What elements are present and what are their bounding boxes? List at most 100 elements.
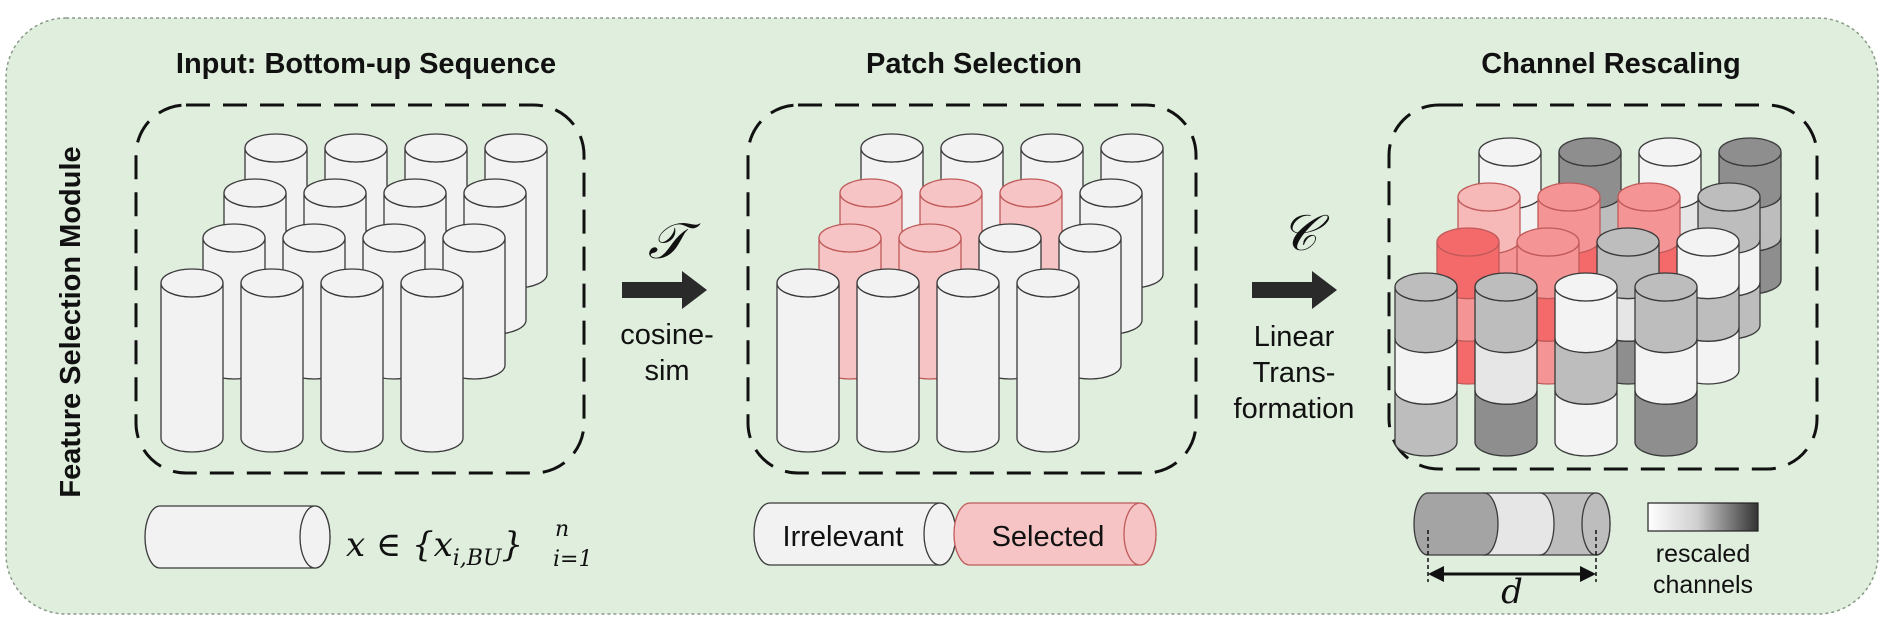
input-sequence-cylinders [160,133,548,453]
cylinder-top [1516,227,1580,257]
cylinder-body [1474,390,1538,457]
cylinder-top [442,223,506,253]
multi-channel-cylinder-icon [1413,492,1611,556]
legend-selected: Selected [953,502,1157,566]
cylinder-top [463,178,527,208]
cylinder-top [324,133,388,163]
arrow-shape [622,271,707,309]
cylinder-top [1478,137,1542,167]
cylinder-top [160,268,224,298]
cylinder-r4-c3 [936,268,1000,453]
cylinder-body [160,282,224,453]
rescale-gradient-bar [1647,502,1759,532]
panel-frame-input [134,103,586,475]
patch-selection-cylinders [776,133,1164,453]
cylinder-top [244,133,308,163]
legend-rescaled-channels: rescaled channels [1647,502,1759,599]
cylinder-top [1718,137,1782,167]
cylinder-body [1634,390,1698,457]
rescaled-cylinder-r4-c1 [1394,272,1458,457]
cylinder-r4-c2 [240,268,304,453]
cylinder-cap [923,502,957,566]
cylinder-top [1474,272,1538,302]
cylinder-top [282,223,346,253]
cylinder-top [978,223,1042,253]
cylinder-top [400,268,464,298]
cylinder-top [202,223,266,253]
cylinder-top [404,133,468,163]
cylinder-top [1558,137,1622,167]
cylinder-top [1676,227,1740,257]
cylinder-top [240,268,304,298]
rescaled-label-line-1: rescaled [1656,540,1751,568]
cylinder-top [1596,227,1660,257]
cylinder-r4-c2 [856,268,920,453]
cylinder-top [1016,268,1080,298]
channel-rescaling-cylinders [1394,137,1782,457]
rescaled-cylinder-r4-c4 [1634,272,1698,457]
rescaled-cylinder-r4-c3 [1554,272,1618,457]
panel-frame-patch-selection [746,103,1198,475]
rescaled-cylinder-r4-c2 [1474,272,1538,457]
input-set-superscript: n [555,517,569,542]
legend-channel-cylinder [1413,492,1611,556]
cylinder-top [223,178,287,208]
panel-title-input: Input: Bottom-up Sequence [176,48,556,80]
cylinder-top [1537,182,1601,212]
cylinder-body [936,282,1000,453]
legend-input-token: x ∈ {xi,BU} n i=1 [144,505,592,572]
cylinder-top [856,268,920,298]
cylinder-top [999,178,1063,208]
cylinder-top [1697,182,1761,212]
cylinder-body [1413,492,1499,556]
cylinder-r4-c3 [320,268,384,453]
cylinder-top [1638,137,1702,167]
cylinder-cap [1123,502,1157,566]
cylinder-top [776,268,840,298]
cylinder-r4-c1 [776,268,840,453]
horizontal-cylinder-icon [144,505,331,569]
cylinder-body [240,282,304,453]
input-set-notation: x ∈ {xi,BU} [346,525,523,571]
cylinder-top [1100,133,1164,163]
cylinder-top [898,223,962,253]
legend-selected-cylinder [953,502,1157,566]
cylinder-r4-c1 [160,268,224,453]
cylinder-top [1058,223,1122,253]
arrow-linear-transformation: 𝒞 Linear Trans- formation [1234,204,1355,425]
cylinder-top [1634,272,1698,302]
cylinder-top [839,178,903,208]
cylinder-body [856,282,920,453]
cylinder-r4-c4 [1016,268,1080,453]
cylinder-top [1436,227,1500,257]
legend-selected-label: Selected [992,521,1105,553]
panel-title-patch-selection: Patch Selection [866,48,1082,80]
arrow-label-line-3: formation [1234,393,1355,425]
cylinder-top [936,268,1000,298]
dimension-arrowhead-right [1580,566,1596,582]
cylinder-top [860,133,924,163]
cylinder-top [362,223,426,253]
dimension-label: d [1501,572,1523,612]
dimension-arrowhead-left [1428,566,1444,582]
arrow-label-line-2: Trans- [1253,357,1336,389]
irrelevant-cylinder-icon [753,502,957,566]
legend-irrelevant-label: Irrelevant [783,521,904,553]
arrow-label-line-1: Linear [1254,321,1335,353]
cylinder-body [1554,390,1618,457]
cylinder-top [1394,272,1458,302]
input-set-lower-index: i=1 [553,547,592,572]
cylinder-top [320,268,384,298]
cylinder-body [400,282,464,453]
cylinder-top [919,178,983,208]
cylinder-top [383,178,447,208]
legend-channel-dimension: d [1413,492,1611,612]
rescaled-label-line-2: channels [1653,571,1753,599]
cylinder-top [818,223,882,253]
cylinder-body [776,282,840,453]
cylinder-top [1020,133,1084,163]
cylinder-body [320,282,384,453]
cylinder-top [1554,272,1618,302]
cylinder-top [484,133,548,163]
